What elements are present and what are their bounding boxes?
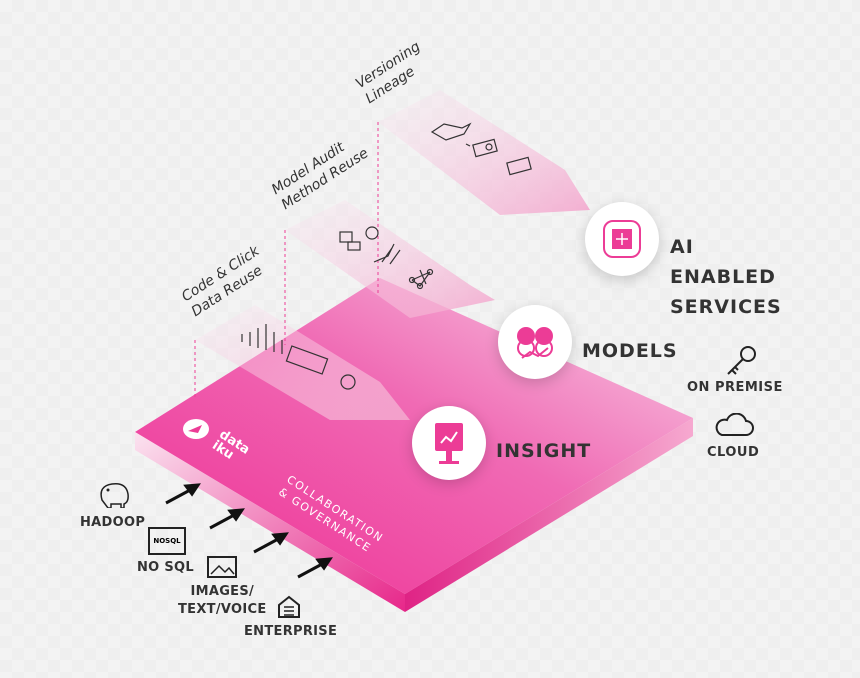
binoculars-icon — [517, 327, 553, 359]
beam-versioning — [378, 90, 590, 215]
versioning-icons — [430, 122, 532, 176]
models-label: MODELS — [582, 340, 678, 362]
hadoop-label: HADOOP — [80, 515, 146, 530]
cloud-icon — [714, 412, 754, 443]
ai-services-label: AI ENABLED SERVICES — [670, 236, 782, 318]
nosql-label: NO SQL — [137, 560, 194, 575]
plate-left-side — [135, 432, 405, 612]
cloud-label: CLOUD — [707, 445, 760, 460]
images-label: IMAGES/ TEXT/VOICE — [178, 584, 267, 617]
nosql-icon: NOSQL — [148, 527, 186, 555]
image-icon — [207, 556, 237, 582]
model-audit-icons — [339, 226, 434, 290]
beam-code-click — [195, 305, 410, 420]
input-arrows — [165, 483, 333, 579]
ai-services-badge — [585, 202, 659, 276]
insight-badge — [412, 406, 486, 480]
insight-label: INSIGHT — [496, 440, 592, 462]
beam-model-audit — [285, 200, 495, 318]
ai-chip-icon — [603, 220, 641, 258]
plate-right-side — [405, 418, 693, 612]
models-badge — [498, 305, 572, 379]
enterprise-label: ENTERPRISE — [244, 624, 338, 639]
on-premise-label: ON PREMISE — [687, 380, 783, 395]
dataiku-bird-icon — [182, 418, 210, 444]
code-click-icons — [241, 324, 356, 390]
key-icon — [724, 344, 758, 382]
enterprise-building-icon — [277, 595, 301, 623]
dashboard-kiosk-icon — [435, 423, 463, 464]
elephant-icon — [96, 480, 132, 512]
